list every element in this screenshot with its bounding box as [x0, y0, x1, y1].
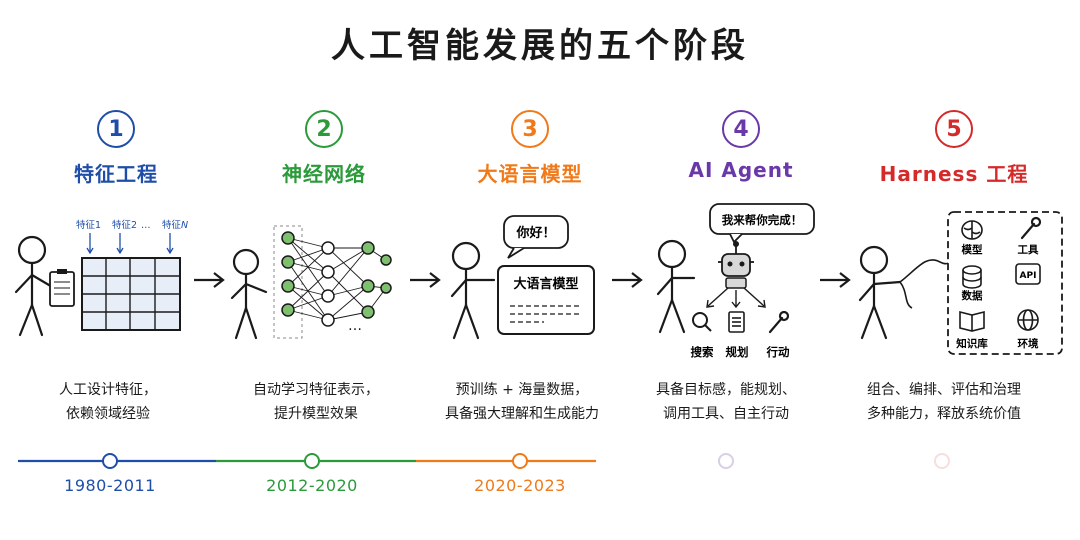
speech-bubble: 你好！	[503, 215, 569, 259]
model-label: 模型	[962, 243, 983, 256]
search-label: 搜索	[691, 345, 714, 359]
llm-illustration: 你好！ 大语言模型	[450, 215, 595, 340]
arrow-right-icon	[194, 272, 225, 288]
harness-illustration: API 模型 工具 数据 知识库 环境	[858, 211, 1063, 355]
stage-1-description: 人工设计特征， 依赖领域经验	[59, 382, 157, 422]
arrow-right-icon	[820, 272, 851, 288]
network-connections	[287, 237, 387, 321]
stage-1-header: 1 特征工程	[8, 110, 224, 187]
search-icon	[692, 312, 712, 332]
stick-figure-icon	[230, 248, 268, 340]
stage-number: 4	[722, 110, 760, 148]
timeline-node-3	[512, 453, 528, 469]
stick-figure-icon	[14, 235, 56, 337]
env-label: 环境	[1018, 337, 1040, 350]
harness-panel	[947, 211, 1063, 355]
stick-figure-icon	[656, 239, 696, 334]
agent-arrows-icon	[706, 287, 766, 309]
page-title: 人工智能发展的五个阶段	[331, 26, 749, 66]
database-icon	[962, 265, 982, 289]
feature-1-label: 特征1	[76, 219, 101, 231]
period-2: 2012-2020	[266, 476, 358, 495]
stage-2-description: 自动学习特征表示， 提升模型效果	[253, 382, 379, 422]
llm-box-label: 大语言模型	[513, 276, 578, 292]
stage-5-header: 5 Harness 工程	[846, 110, 1062, 187]
stage-name: 神经网络	[282, 162, 366, 186]
stage-2-header: 2 神经网络	[216, 110, 432, 187]
stick-figure-icon	[858, 245, 902, 340]
stage-number: 2	[305, 110, 343, 148]
plan-label: 规划	[726, 345, 749, 359]
svg-text:API: API	[1020, 271, 1037, 281]
llm-box: 大语言模型	[497, 265, 595, 335]
timeline-node-2	[304, 453, 320, 469]
feature-2-label: 特征2	[112, 219, 137, 231]
fade-overlay	[600, 440, 1080, 540]
ai-agent-illustration: 我来帮你完成！ 搜索 规划 行动	[656, 203, 815, 359]
timeline-node-1	[102, 453, 118, 469]
clipboard-icon	[49, 269, 75, 307]
stage-4-description: 具备目标感，能规划、 调用工具、自主行动	[656, 382, 796, 422]
speech-bubble: 我来帮你完成！	[709, 203, 815, 244]
wrench-icon	[768, 310, 790, 334]
stage-name: 大语言模型	[477, 162, 583, 186]
period-1: 1980-2011	[64, 476, 156, 495]
feature-grid	[81, 257, 181, 331]
stage-number: 5	[935, 110, 973, 148]
tools-icon	[1020, 216, 1042, 240]
stage-name: 特征工程	[74, 162, 158, 186]
brain-icon	[961, 220, 983, 240]
robot-icon	[718, 241, 754, 289]
neural-network-illustration: …	[230, 225, 392, 340]
bubble-text: 你好！	[515, 225, 555, 241]
kb-label: 知识库	[956, 337, 988, 350]
feature-dots-label: …	[141, 220, 151, 231]
stage-number: 3	[511, 110, 549, 148]
data-label: 数据	[961, 289, 983, 302]
stage-4-header: 4 AI Agent	[633, 110, 849, 182]
stick-figure-icon	[450, 241, 496, 340]
stage-number: 1	[97, 110, 135, 148]
stage-5-description: 组合、编排、评估和治理 多种能力，释放系统价值	[867, 382, 1021, 422]
network-nodes	[281, 231, 392, 327]
feature-arrows-icon	[86, 233, 174, 255]
stage-3-description: 预训练 + 海量数据， 具备强大理解和生成能力	[445, 382, 599, 422]
feature-engineering-illustration: 特征1 特征2 … 特征N	[14, 219, 188, 337]
book-icon	[959, 310, 985, 332]
plan-icon	[728, 311, 745, 333]
act-label: 行动	[766, 345, 790, 359]
api-icon: API	[1015, 263, 1041, 285]
stage-name: Harness 工程	[879, 162, 1029, 186]
arrow-right-icon	[612, 272, 643, 288]
harness-rope	[899, 257, 951, 283]
stage-3-header: 3 大语言模型	[422, 110, 638, 187]
feature-n-label: 特征N	[162, 219, 188, 231]
stage-name: AI Agent	[688, 158, 794, 182]
arrow-right-icon	[410, 272, 441, 288]
tools-label: 工具	[1018, 244, 1040, 256]
network-dots-label: …	[348, 318, 362, 334]
globe-icon	[1017, 309, 1039, 331]
period-3: 2020-2023	[474, 476, 566, 495]
bubble-text: 我来帮你完成！	[722, 213, 803, 227]
